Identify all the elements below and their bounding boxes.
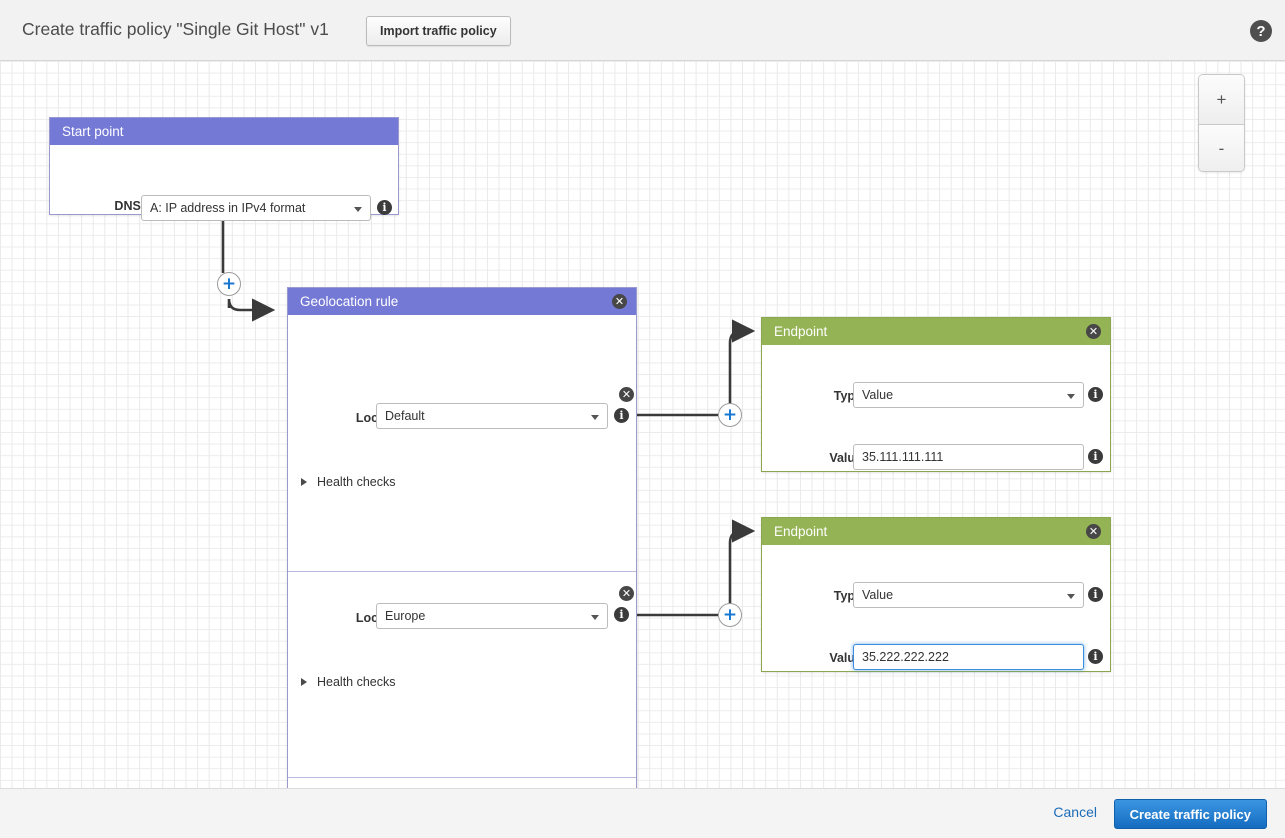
geo-location-section: Location Default ✕ i Health checks	[288, 315, 636, 540]
close-icon[interactable]: ✕	[1086, 524, 1101, 539]
health-checks-label: Health checks	[317, 475, 396, 489]
location-info-icon[interactable]: i	[614, 408, 629, 423]
endpoint-type-info-icon[interactable]: i	[1088, 587, 1103, 602]
triangle-right-icon	[301, 478, 307, 486]
endpoint-value-info-icon[interactable]: i	[1088, 649, 1103, 664]
location-info-icon[interactable]: i	[614, 607, 629, 622]
endpoint-value-info-icon[interactable]: i	[1088, 449, 1103, 464]
endpoint-title: Endpoint	[774, 524, 828, 539]
endpoint-node-2[interactable]: Endpoint ✕ Type Value i Value 35.222.222…	[761, 517, 1111, 672]
endpoint-header: Endpoint ✕	[762, 518, 1110, 545]
action-bar: Cancel Create traffic policy	[0, 788, 1285, 838]
geo-location-section: Location Europe ✕ i Health checks	[288, 572, 636, 772]
start-point-node[interactable]: Start point DNS type A: IP address in IP…	[49, 117, 399, 221]
chevron-down-icon	[354, 207, 362, 212]
connector-add-node-endpoint-1[interactable]: +	[718, 403, 742, 427]
policy-canvas[interactable]: + - Start point DNS type A: IP address i…	[0, 61, 1285, 788]
remove-location-icon[interactable]: ✕	[619, 586, 634, 601]
endpoint-value-label: Value	[829, 451, 862, 465]
chevron-down-icon	[591, 415, 599, 420]
endpoint-type-value: Value	[862, 588, 894, 602]
dns-type-info-icon[interactable]: i	[377, 200, 392, 215]
location-select-default[interactable]: Default	[376, 403, 608, 429]
chevron-down-icon	[591, 615, 599, 620]
endpoint-header: Endpoint ✕	[762, 318, 1110, 345]
endpoint-value-input[interactable]: 35.111.111.111	[853, 444, 1084, 470]
geolocation-rule-title: Geolocation rule	[300, 294, 399, 309]
location-value: Europe	[385, 609, 426, 623]
start-point-header: Start point	[50, 118, 398, 145]
add-geo-location-button[interactable]: + Add another geo location	[288, 777, 636, 788]
connector-add-node-endpoint-2[interactable]: +	[718, 603, 742, 627]
cancel-button[interactable]: Cancel	[1053, 804, 1097, 820]
endpoint-type-select[interactable]: Value	[853, 382, 1084, 408]
endpoint-node-1[interactable]: Endpoint ✕ Type Value i Value 35.111.111…	[761, 317, 1111, 472]
app-header: Create traffic policy "Single Git Host" …	[0, 0, 1285, 61]
connector-lines	[221, 216, 756, 617]
endpoint-type-value: Value	[862, 388, 894, 402]
dns-type-select[interactable]: A: IP address in IPv4 format	[141, 195, 371, 221]
close-icon[interactable]: ✕	[1086, 324, 1101, 339]
endpoint-value-label: Value	[829, 651, 862, 665]
connector-add-node-start[interactable]: +	[217, 272, 241, 296]
import-traffic-policy-button[interactable]: Import traffic policy	[366, 16, 511, 46]
health-checks-label: Health checks	[317, 675, 396, 689]
health-checks-toggle[interactable]: Health checks	[301, 675, 396, 689]
start-point-title: Start point	[62, 124, 124, 139]
endpoint-type-info-icon[interactable]: i	[1088, 387, 1103, 402]
geolocation-rule-node[interactable]: Geolocation rule ✕ Location Default ✕ i …	[287, 287, 637, 788]
zoom-out-button[interactable]: -	[1199, 124, 1244, 171]
endpoint-title: Endpoint	[774, 324, 828, 339]
remove-location-icon[interactable]: ✕	[619, 387, 634, 402]
geolocation-rule-header: Geolocation rule ✕	[288, 288, 636, 315]
canvas-zoom-control[interactable]: + -	[1198, 74, 1245, 172]
dns-type-value: A: IP address in IPv4 format	[150, 201, 306, 215]
location-value: Default	[385, 409, 425, 423]
endpoint-value-text: 35.111.111.111	[862, 450, 944, 464]
close-icon[interactable]: ✕	[612, 294, 627, 309]
endpoint-type-label: Type	[833, 389, 862, 403]
endpoint-value-input[interactable]: 35.222.222.222	[853, 644, 1084, 670]
endpoint-type-label: Type	[833, 589, 862, 603]
endpoint-type-select[interactable]: Value	[853, 582, 1084, 608]
health-checks-toggle[interactable]: Health checks	[301, 475, 396, 489]
create-traffic-policy-button[interactable]: Create traffic policy	[1113, 799, 1267, 829]
help-icon[interactable]: ?	[1250, 20, 1272, 42]
chevron-down-icon	[1067, 394, 1075, 399]
zoom-in-button[interactable]: +	[1199, 75, 1244, 124]
endpoint-value-text: 35.222.222.222	[862, 650, 949, 664]
section-divider	[288, 571, 636, 572]
triangle-right-icon	[301, 678, 307, 686]
page-title: Create traffic policy "Single Git Host" …	[22, 19, 329, 39]
chevron-down-icon	[1067, 594, 1075, 599]
location-select-europe[interactable]: Europe	[376, 603, 608, 629]
